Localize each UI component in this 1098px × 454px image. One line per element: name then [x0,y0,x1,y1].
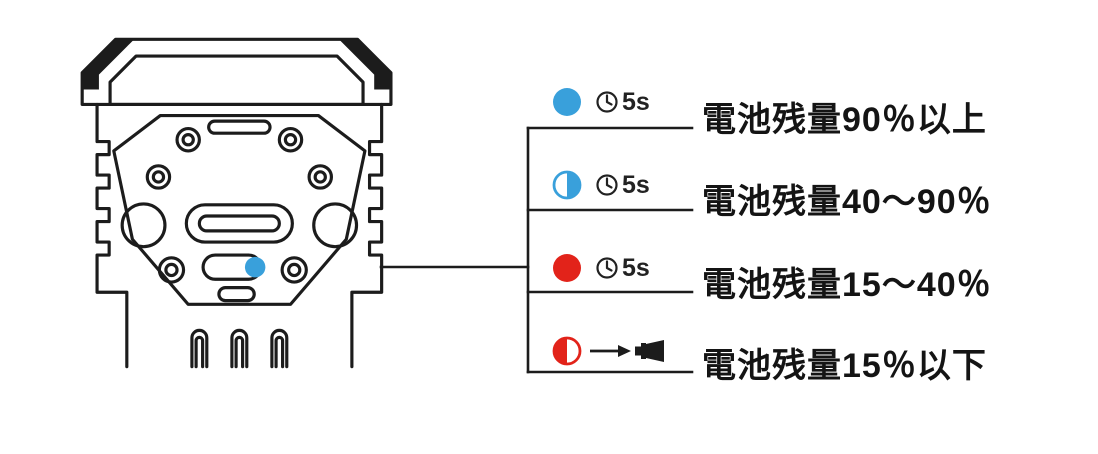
clock-icon-row2 [596,174,618,196]
indicator-solid-blue-icon [553,88,581,116]
screw-top-right [277,126,304,153]
screw-mid-right [307,164,334,190]
indicator-half-blue-icon [552,170,582,200]
device-top-frame-inner [108,54,365,106]
duration-row2: 5s [622,171,650,199]
round-button-left [120,202,167,249]
top-slot [207,119,272,135]
battery-label-row1: 電池残量90％以上 [702,101,987,139]
bottom-slot [217,286,256,303]
arrow-right-icon [590,345,631,357]
duration-row1: 5s [622,88,650,116]
device-plate [112,113,367,306]
usb-c-port [184,203,294,244]
screw-bottom-left [157,256,186,284]
round-button-right [312,202,359,249]
battery-label-row2: 電池残量40〜90％ [702,183,992,221]
contact-pins [190,328,289,369]
duration-row3: 5s [622,254,650,282]
device-corner-bracket-right [338,39,391,90]
charger-plug-icon [635,340,664,362]
callout-lines [379,126,694,374]
device-corner-bracket-left [82,39,135,90]
clock-icon-row3 [596,257,618,279]
battery-label-row3: 電池残量15〜40％ [702,266,992,304]
screw-mid-left [145,164,172,190]
device-illustration [80,37,393,369]
status-led [244,256,266,278]
device-right-edge [350,102,384,369]
device-left-edge [95,102,129,369]
clock-icon-row1 [596,91,618,113]
indicator-solid-red-icon [553,254,581,282]
device-top-frame-outer [80,37,393,106]
indicator-half-red-icon [552,336,582,366]
screw-top-left [175,126,201,153]
screw-bottom-right [280,256,308,284]
battery-label-row4: 電池残量15％以下 [702,347,987,385]
